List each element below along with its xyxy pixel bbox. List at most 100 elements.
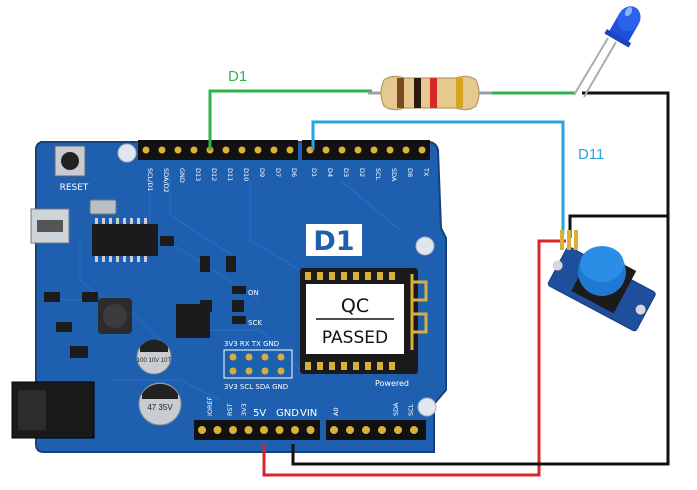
pin-hole [286,146,294,154]
pin-hole [190,146,198,154]
inductor-core [103,304,127,328]
pin-hole [222,146,230,154]
pin-hole [270,146,278,154]
wire-5v-red [262,239,566,477]
wire-label-d11: D11 [578,146,605,163]
bottom-pin-label: SDA [392,402,400,416]
button-pin [567,230,571,250]
button-pin [560,230,564,250]
crystal [89,199,117,215]
pin-hole [338,146,346,154]
bottom-pin-label: A0 [332,407,340,416]
top-pin-label: D10 [242,168,250,181]
top-pin-label: D1 [310,168,318,177]
top-pin-label: RX [438,168,446,178]
antenna-trace [410,274,428,350]
reset-button-icon [61,152,79,170]
top-pin-label: D9 [258,168,266,177]
wires [208,89,670,477]
resistor-band-3 [430,78,437,108]
pin-hole [362,426,370,434]
reset-label: RESET [60,183,89,193]
wemos-d1-board: RESET [11,140,447,453]
top-pin-header: SCL/D1 SDA/D2 GND D13 D12 D11 D10 D9 D7 D6 D1 D4 D3 D… [138,140,446,193]
button-pin [574,230,578,250]
pin-hole [354,146,362,154]
wire-label-d1: D1 [228,68,248,85]
qc-passed-text: PASSED [322,328,388,348]
top-pin-label: D4 [326,168,334,177]
resistor-band-4 [456,78,463,108]
pin-hole [322,146,330,154]
esp8266-module: QC PASSED [300,268,428,374]
bottom-pin-label: 3V3 [240,403,248,416]
button-cap-highlight [580,246,624,282]
pin-hole [213,426,222,434]
top-pin-label: D12 [210,168,218,181]
pin-hole [394,426,402,434]
pin-hole [402,146,410,154]
bottom-pin-label: VIN [300,408,317,419]
pin-hole [260,426,268,434]
usb-port-slot [37,220,63,232]
bottom-pin-header [194,420,426,440]
top-pin-label: GND [178,168,186,183]
bottom-pin-label: GND [276,408,299,419]
capacitor-47uf: 47 35V [138,382,182,426]
resistor-band-2 [414,78,421,108]
top-pin-label: D2 [358,168,366,177]
pin-hole [386,146,394,154]
pin-hole [410,426,418,434]
cap1-label: 100 10V 10T [137,358,172,364]
top-pin-label: D3 [342,168,350,177]
pin-hole [142,146,150,154]
resistor-band-1 [397,78,404,108]
voltage-regulator [176,304,210,338]
pin-hole [158,146,166,154]
top-pin-label: D13 [194,168,202,181]
resistor [368,75,492,111]
wire-d11-blue [311,120,565,234]
bottom-pin-label: RST [226,403,234,416]
pin-hole [330,426,338,434]
pin-hole [198,426,206,434]
sck-label: SCK [248,319,262,327]
bottom-pin-label: IOREF [206,396,214,416]
mounting-hole [415,236,435,256]
top-pin-label: SDA/D2 [162,168,170,193]
mounting-hole [117,143,137,163]
serial-header [223,349,293,379]
pin-hole [229,426,237,434]
pin-hole [370,146,378,154]
cap2-label: 47 35V [147,403,173,412]
on-label: ON [248,289,259,297]
bottom-pin-label: SCL [407,403,415,416]
push-button-module [547,230,656,332]
wire-d1-green [208,89,372,150]
bottom-pin-label: 5V [253,408,266,419]
pin-hole [244,426,253,434]
pin-hole [254,146,262,154]
top-pin-label: TX [422,167,430,177]
pin-hole [418,146,426,154]
powered-label: Powered [375,379,409,388]
qc-text: QC [341,295,369,317]
mounting-hole [417,397,437,417]
board-name: D1 [313,226,354,257]
usb-serial-chip [92,218,158,262]
capacitor-100uf: 100 10V 10T [136,339,172,375]
pin-hole [378,426,386,434]
pin-hole [291,426,299,434]
top-pin-label: SCL/D1 [146,168,154,192]
board-name-badge [306,224,362,256]
top-pin-label: D7 [274,168,282,177]
pin-hole [275,426,284,434]
top-pin-label: D6 [290,168,298,177]
serial-header-bottom-label: 3V3 SCL SDA GND [224,383,288,391]
wire-button-gnd [568,214,668,238]
blue-led [573,6,641,98]
pin-hole [346,426,354,434]
pin-hole [306,426,315,434]
top-pin-label: D11 [226,168,234,181]
